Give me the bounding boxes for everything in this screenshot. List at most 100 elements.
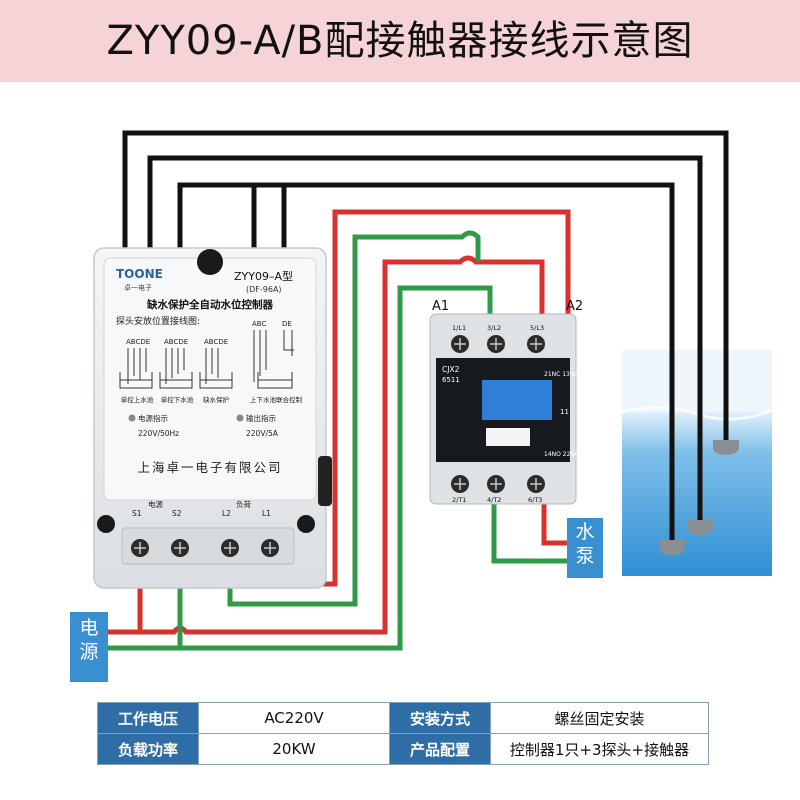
- probe-b-icon: [687, 520, 713, 535]
- probe-letters-4: ABC: [252, 320, 266, 328]
- water-pump-tag: 水 泵: [567, 518, 603, 578]
- probe-diagrams: [119, 330, 294, 389]
- mount-hole-icon: [197, 249, 223, 275]
- coil-a2-label: A2: [566, 299, 583, 314]
- output-led-icon: [236, 414, 244, 422]
- contactor-top-labels: 1/L1 3/L2 5/L3: [452, 324, 544, 332]
- power-wires: [108, 209, 571, 651]
- output-rating: 220V/5A: [246, 429, 279, 438]
- spec-label: 产品配置: [389, 733, 491, 765]
- controller: TOONE 卓一电子 ZYY09–A型 (DF-96A) 缺水保护全自动水位控制…: [93, 247, 332, 589]
- probe-heading: 探头安放位置接线图:: [116, 315, 200, 327]
- controller-terminals: [121, 527, 295, 565]
- mount-hole-right-icon: [297, 515, 315, 533]
- mode-diagram-1-icon: [119, 372, 153, 389]
- controller-model: ZYY09–A型: [234, 269, 293, 283]
- page-title: ZYY09-A/B配接触器接线示意图: [106, 18, 694, 64]
- pump-tag-char-1: 水: [575, 521, 595, 543]
- tank-water: [622, 412, 772, 576]
- contactor-model: CJX2: [442, 365, 460, 374]
- aux-contact-top: 21NC 13NO: [544, 371, 579, 378]
- power-rating: 220V/50Hz: [138, 429, 179, 438]
- mode-diagram-2-icon: [159, 372, 193, 389]
- probe-a-icon: [713, 440, 739, 455]
- contactor-bottom-terminals: [451, 475, 545, 493]
- probes: [659, 440, 739, 555]
- coil-labels: A1 A2: [432, 299, 583, 314]
- power-indicator-label: 电源指示: [138, 413, 168, 423]
- wire-l2-coil: [227, 230, 481, 607]
- water-surface: [621, 405, 773, 421]
- terminal-labels: 电源 负荷 S1 S2 L2 L1: [132, 499, 271, 518]
- controller-name: 缺水保护全自动水位控制器: [146, 298, 273, 311]
- contactor-nameplate: [486, 428, 530, 446]
- controller-brand-cn: 卓一电子: [124, 283, 152, 292]
- power-tag-char-1: 电: [79, 617, 99, 639]
- probe-wire-b: [147, 155, 703, 520]
- probe-wire-a: [122, 130, 729, 440]
- terminal-group-power: 电源: [148, 499, 163, 509]
- terminal-l1-label: L1: [262, 509, 271, 518]
- probe-letters-1: ABCDE: [126, 338, 150, 346]
- mode-label-4: 上下水池联合控制: [250, 395, 303, 404]
- probe-wire-c: [177, 182, 675, 540]
- terminal-l2-label: L2: [222, 509, 231, 518]
- spec-value: AC220V: [198, 702, 390, 734]
- terminal-5l3-label: 5/L3: [530, 324, 544, 332]
- aux-contact-bottom: 14NO 22NC: [544, 451, 579, 458]
- mode-diagram-3-icon: [199, 372, 233, 389]
- spec-value: 控制器1只+3探头+接触器: [490, 733, 709, 765]
- terminal-s2-label: S2: [172, 509, 182, 518]
- company-name: 上海卓一电子有限公司: [137, 460, 282, 475]
- title-band: [0, 0, 800, 82]
- probe-wires: [122, 130, 729, 540]
- power-source-tag: 电 源: [70, 612, 108, 682]
- wire-power-neutral: [108, 285, 493, 651]
- wire-pump-live: [541, 497, 567, 546]
- controller-model-sub: (DF-96A): [246, 285, 282, 294]
- output-indicator-label: 输出指示: [246, 413, 276, 423]
- mode-label-2: 单控下水池: [161, 395, 194, 404]
- probe-letters-3: ABCDE: [204, 338, 228, 346]
- spec-table: 工作电压 AC220V 安装方式 螺丝固定安装 负载功率 20KW 产品配置 控…: [97, 702, 709, 765]
- contactor: A1 A2 1/L1 3/L2 5/L3 CJX2 6511 21NC 13NO…: [429, 299, 583, 505]
- terminal-group-load: 负荷: [236, 499, 251, 509]
- spec-label: 负载功率: [97, 733, 199, 765]
- probe-c-icon: [659, 540, 685, 555]
- contactor-button-icon[interactable]: [482, 380, 552, 420]
- power-tag-char-2: 源: [79, 641, 99, 663]
- mode-diagram-4-icon: [257, 372, 293, 389]
- terminal-6t3-label: 6/T3: [528, 496, 542, 504]
- terminal-s1-label: S1: [132, 509, 142, 518]
- controller-brand: TOONE: [116, 267, 163, 281]
- mode-label-1: 单控上水池: [121, 395, 154, 404]
- terminal-2t1-label: 2/T1: [452, 496, 466, 504]
- wire-pump-neutral: [491, 497, 567, 564]
- contactor-model-sub: 6511: [442, 376, 460, 384]
- terminal-1l1-label: 1/L1: [452, 324, 466, 332]
- water-tank: [621, 350, 773, 576]
- spec-value: 20KW: [198, 733, 390, 765]
- spec-label: 安装方式: [389, 702, 491, 734]
- pump-tag-char-2: 泵: [575, 545, 595, 567]
- indicator-labels: 电源指示 220V/50Hz 输出指示 220V/5A: [128, 413, 279, 438]
- coil-a1-label: A1: [432, 299, 449, 314]
- spec-label: 工作电压: [97, 702, 199, 734]
- side-clip-icon: [318, 456, 332, 506]
- power-led-icon: [128, 414, 136, 422]
- contactor-bottom-labels: 2/T1 4/T2 6/T3: [452, 496, 542, 504]
- contactor-top-terminals: [451, 335, 545, 353]
- mode-label-3: 缺水保护: [203, 395, 229, 404]
- table-row: 负载功率 20KW 产品配置 控制器1只+3探头+接触器: [97, 733, 709, 765]
- table-row: 工作电压 AC220V 安装方式 螺丝固定安装: [97, 702, 709, 734]
- terminal-block: [121, 527, 295, 565]
- terminal-4t2-label: 4/T2: [487, 496, 501, 504]
- probe-letters-2: ABCDE: [164, 338, 188, 346]
- aux-contact-mid: 11: [560, 408, 569, 416]
- spec-value: 螺丝固定安装: [490, 702, 709, 734]
- probe-letters-5: DE: [282, 320, 292, 328]
- terminal-3l2-label: 3/L2: [487, 324, 501, 332]
- mode-labels: 单控上水池 单控下水池 缺水保护 上下水池联合控制: [121, 395, 303, 404]
- probe-letter-labels: ABCDE ABCDE ABCDE ABC DE: [126, 320, 292, 346]
